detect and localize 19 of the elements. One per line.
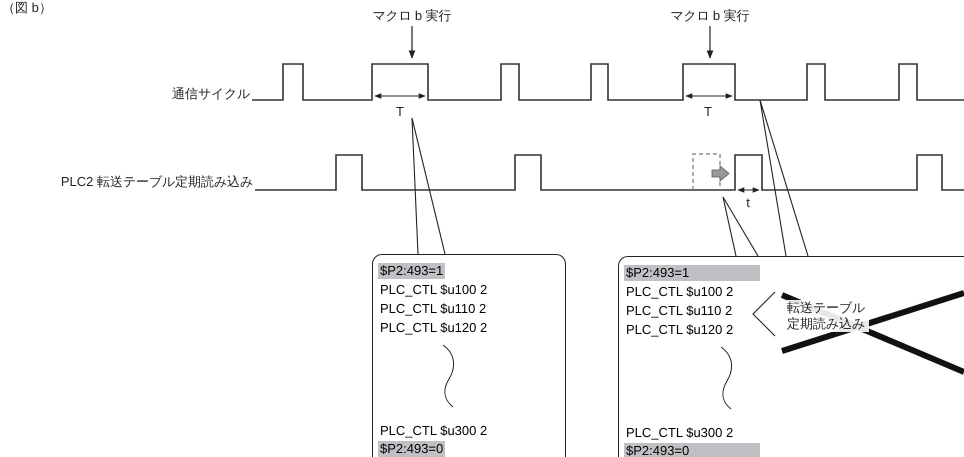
macro-code-line: PLC_CTL $u110 2 <box>625 303 734 319</box>
figure-title: （図 b） <box>2 0 52 15</box>
macro-label: マクロ b 実行 <box>670 8 750 23</box>
signal-name: PLC2 転送テーブル定期読み込み <box>60 174 253 189</box>
macro-code-line: PLC_CTL $u300 2 <box>625 425 734 441</box>
dimension-label: T <box>704 104 712 119</box>
macro-code-line: PLC_CTL $u120 2 <box>625 322 734 338</box>
macro-code-line: PLC_CTL $u110 2 <box>379 301 488 317</box>
macro-code-line: PLC_CTL $u300 2 <box>379 423 488 439</box>
macro-code-line: PLC_CTL $u100 2 <box>625 284 734 300</box>
macro-code-line: PLC_CTL $u100 2 <box>379 282 488 298</box>
macro-label: マクロ b 実行 <box>372 8 452 23</box>
signal-name: 通信サイクル <box>172 86 250 101</box>
macro-code-line: PLC_CTL $u120 2 <box>379 320 488 336</box>
dimension-label: T <box>396 104 404 119</box>
dimension-label: t <box>746 195 750 210</box>
callout-box <box>372 254 566 457</box>
cancelled-note: 転送テーブル定期読み込み <box>787 300 869 332</box>
callout-box <box>618 256 964 457</box>
